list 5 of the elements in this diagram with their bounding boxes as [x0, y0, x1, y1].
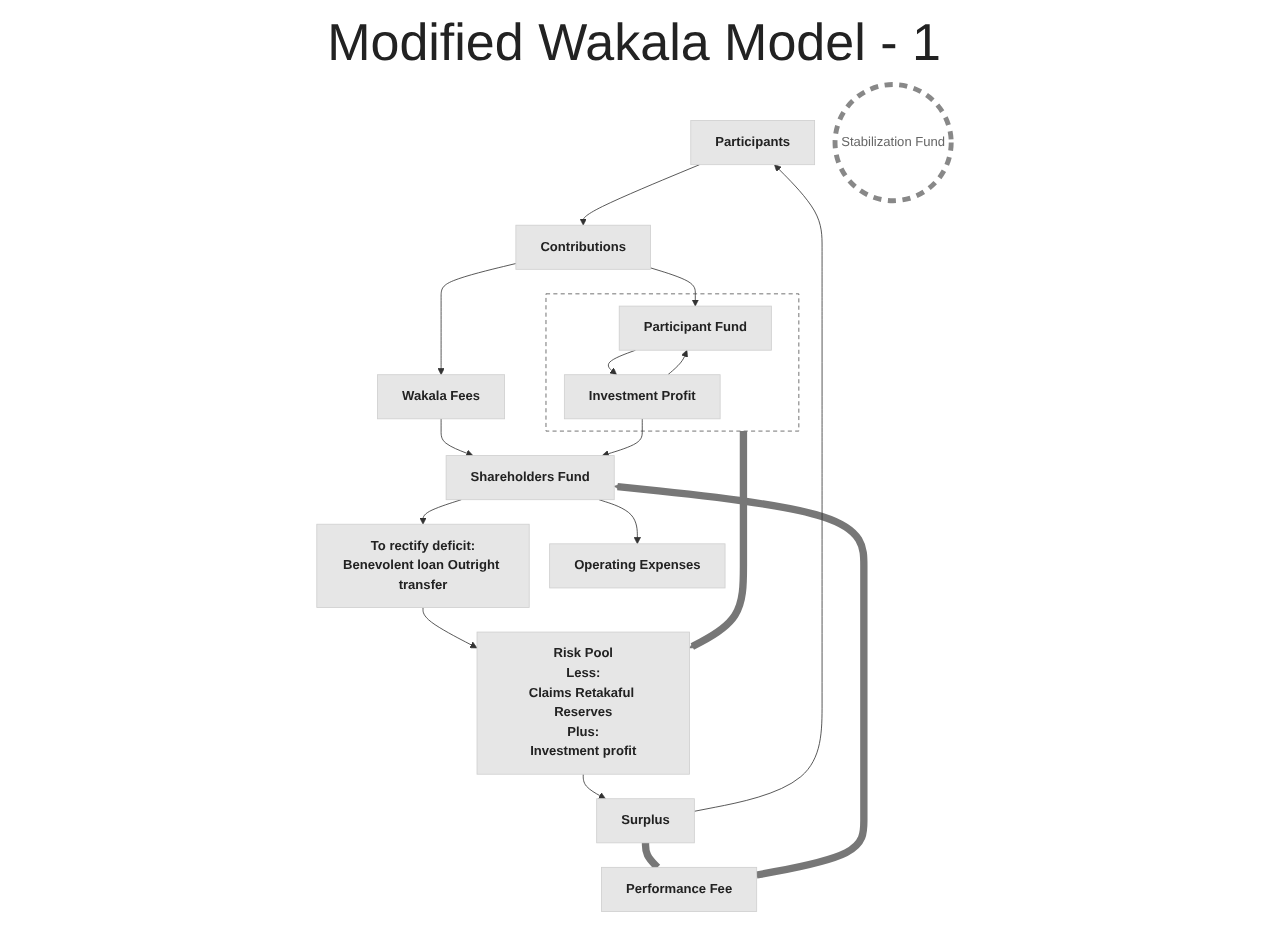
cluster	[545, 293, 800, 432]
arrow	[689, 429, 748, 650]
diagram-title: Modified Wakala Model - 1	[325, 12, 943, 74]
connector	[641, 841, 661, 870]
arrow	[613, 482, 868, 879]
